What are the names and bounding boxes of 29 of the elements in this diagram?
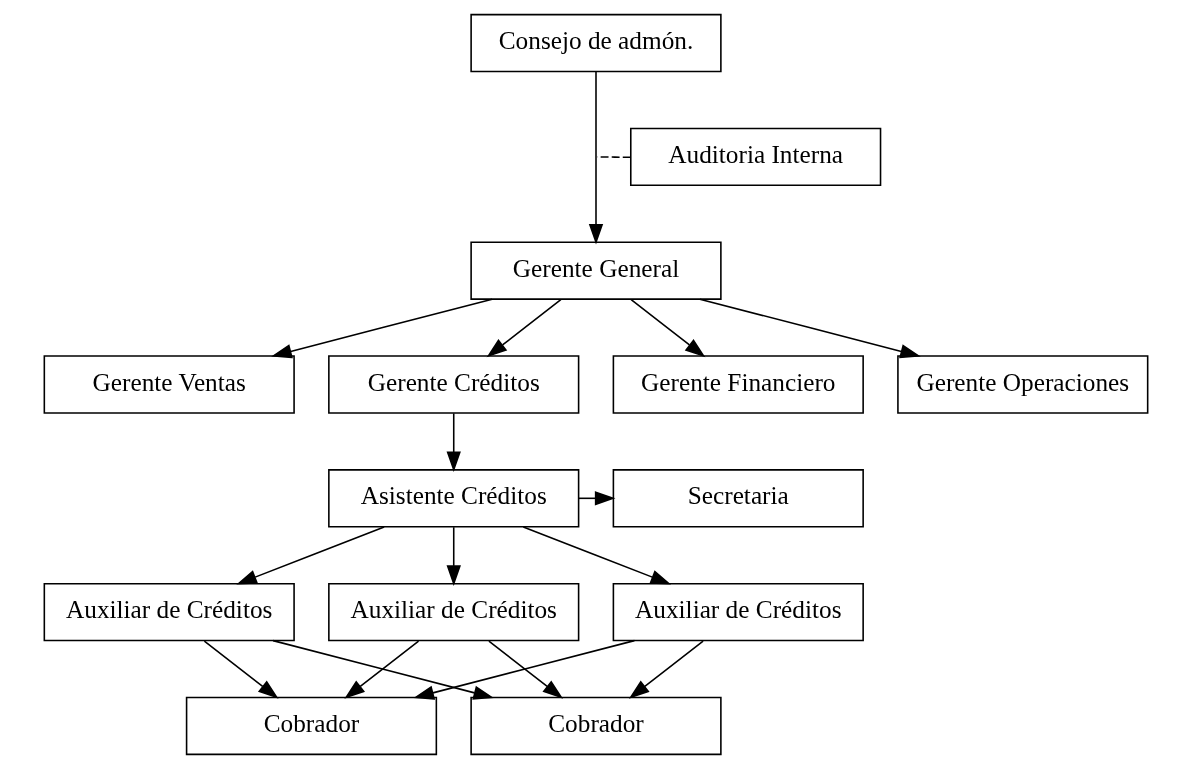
node-box: Gerente General (470, 241, 722, 300)
arrow (628, 640, 704, 699)
arrow (588, 71, 604, 245)
arrow (272, 639, 494, 700)
node-box: Gerente Financiero (612, 355, 864, 414)
node-box: Cobrador (185, 696, 438, 756)
arrow (271, 298, 493, 359)
node-box: Gerente Créditos (328, 355, 580, 414)
arrow (446, 412, 461, 473)
arrow (488, 640, 564, 699)
arrow (486, 298, 562, 358)
node-box: Asistente Créditos (328, 469, 580, 528)
arrow (522, 526, 672, 585)
arrow (413, 639, 636, 700)
arrow (446, 526, 461, 586)
node-box: Consejo de admón. (470, 13, 722, 73)
node-box: Gerente Ventas (43, 355, 295, 414)
node-box: Auxiliar de Créditos (43, 582, 295, 642)
arrow (203, 640, 279, 699)
node-box: Gerente Operaciones (897, 355, 1149, 414)
arrow (699, 298, 921, 359)
node-box: Secretaria (612, 469, 864, 528)
arrow (344, 640, 420, 699)
node-box: Cobrador (470, 696, 722, 756)
node-box: Auxiliar de Créditos (612, 582, 864, 642)
node-box: Auxiliar de Créditos (328, 582, 580, 642)
arrow (236, 526, 385, 585)
node-box: Auditoria Interna (630, 127, 882, 187)
arrow (630, 298, 706, 358)
